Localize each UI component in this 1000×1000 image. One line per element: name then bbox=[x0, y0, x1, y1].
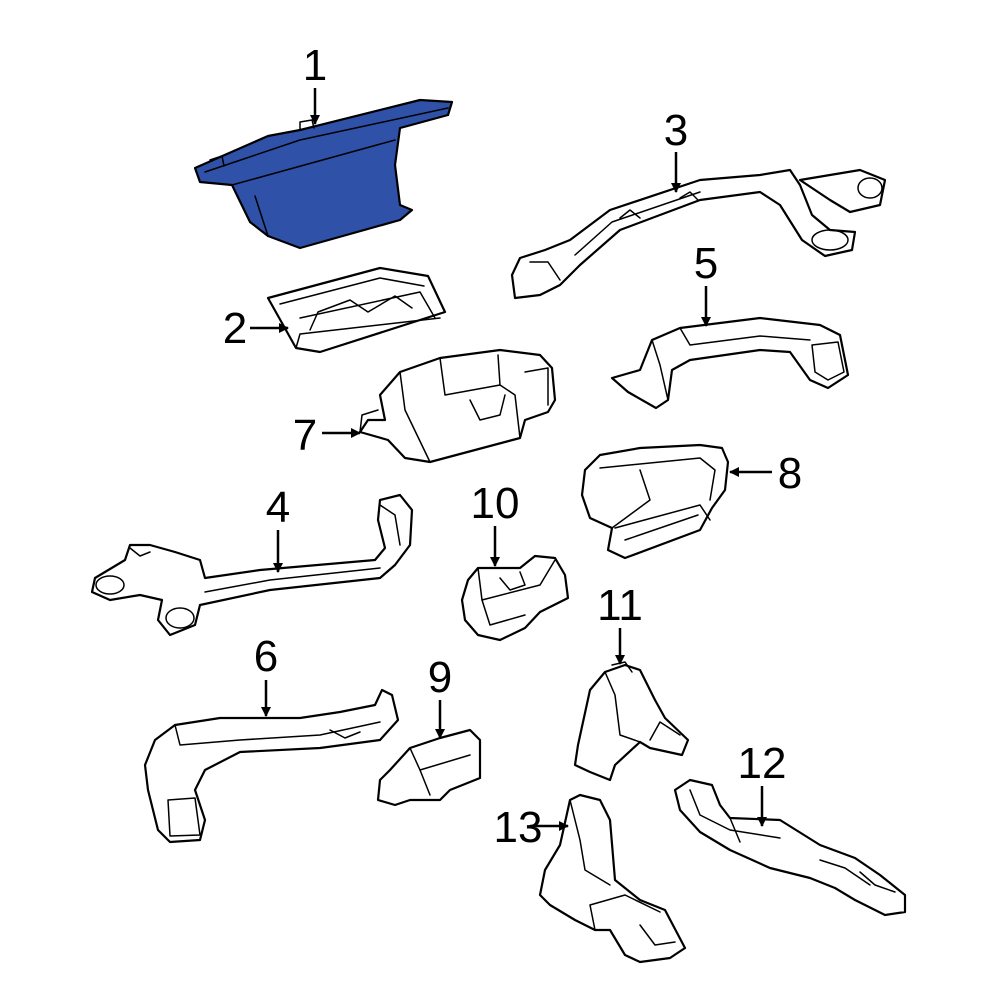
part-7-duct-assembly[interactable] bbox=[358, 348, 557, 464]
callout-label-13: 13 bbox=[494, 803, 543, 852]
part-6-duct[interactable] bbox=[143, 688, 400, 844]
part-2-vent-grille[interactable] bbox=[266, 266, 447, 354]
callout-label-3: 3 bbox=[664, 106, 688, 155]
callout-4: 4 bbox=[266, 483, 290, 573]
callout-11: 11 bbox=[597, 581, 643, 665]
callout-label-6: 6 bbox=[254, 632, 278, 681]
callout-10: 10 bbox=[471, 479, 520, 567]
callout-label-11: 11 bbox=[597, 581, 643, 630]
callout-label-12: 12 bbox=[738, 739, 787, 788]
part-10-bracket[interactable] bbox=[460, 554, 570, 642]
callout-label-2: 2 bbox=[223, 304, 247, 353]
callout-8: 8 bbox=[729, 449, 802, 498]
callout-7: 7 bbox=[293, 411, 361, 460]
callout-label-1: 1 bbox=[303, 41, 327, 90]
callout-label-9: 9 bbox=[428, 653, 452, 702]
callout-label-8: 8 bbox=[778, 449, 802, 498]
callout-12: 12 bbox=[738, 739, 787, 827]
callout-3: 3 bbox=[664, 106, 688, 193]
part-12-duct[interactable] bbox=[673, 778, 907, 917]
part-11-duct[interactable] bbox=[573, 661, 690, 782]
callout-6: 6 bbox=[254, 632, 278, 717]
callout-9: 9 bbox=[428, 653, 452, 739]
part-4-duct[interactable] bbox=[90, 493, 414, 637]
callout-1: 1 bbox=[303, 41, 327, 125]
callout-5: 5 bbox=[694, 239, 718, 327]
part-8-duct[interactable] bbox=[580, 443, 730, 560]
part-1-duct-highlighted[interactable] bbox=[193, 98, 454, 250]
part-13-duct[interactable] bbox=[538, 793, 687, 964]
callout-label-4: 4 bbox=[266, 483, 290, 532]
callout-13: 13 bbox=[494, 803, 569, 852]
callout-label-10: 10 bbox=[471, 479, 520, 528]
part-9-bracket[interactable] bbox=[376, 728, 482, 807]
part-5-duct[interactable] bbox=[610, 316, 850, 410]
part-3-duct[interactable] bbox=[510, 168, 887, 300]
callout-label-7: 7 bbox=[293, 411, 317, 460]
callout-label-5: 5 bbox=[694, 239, 718, 288]
callout-2: 2 bbox=[223, 304, 289, 353]
